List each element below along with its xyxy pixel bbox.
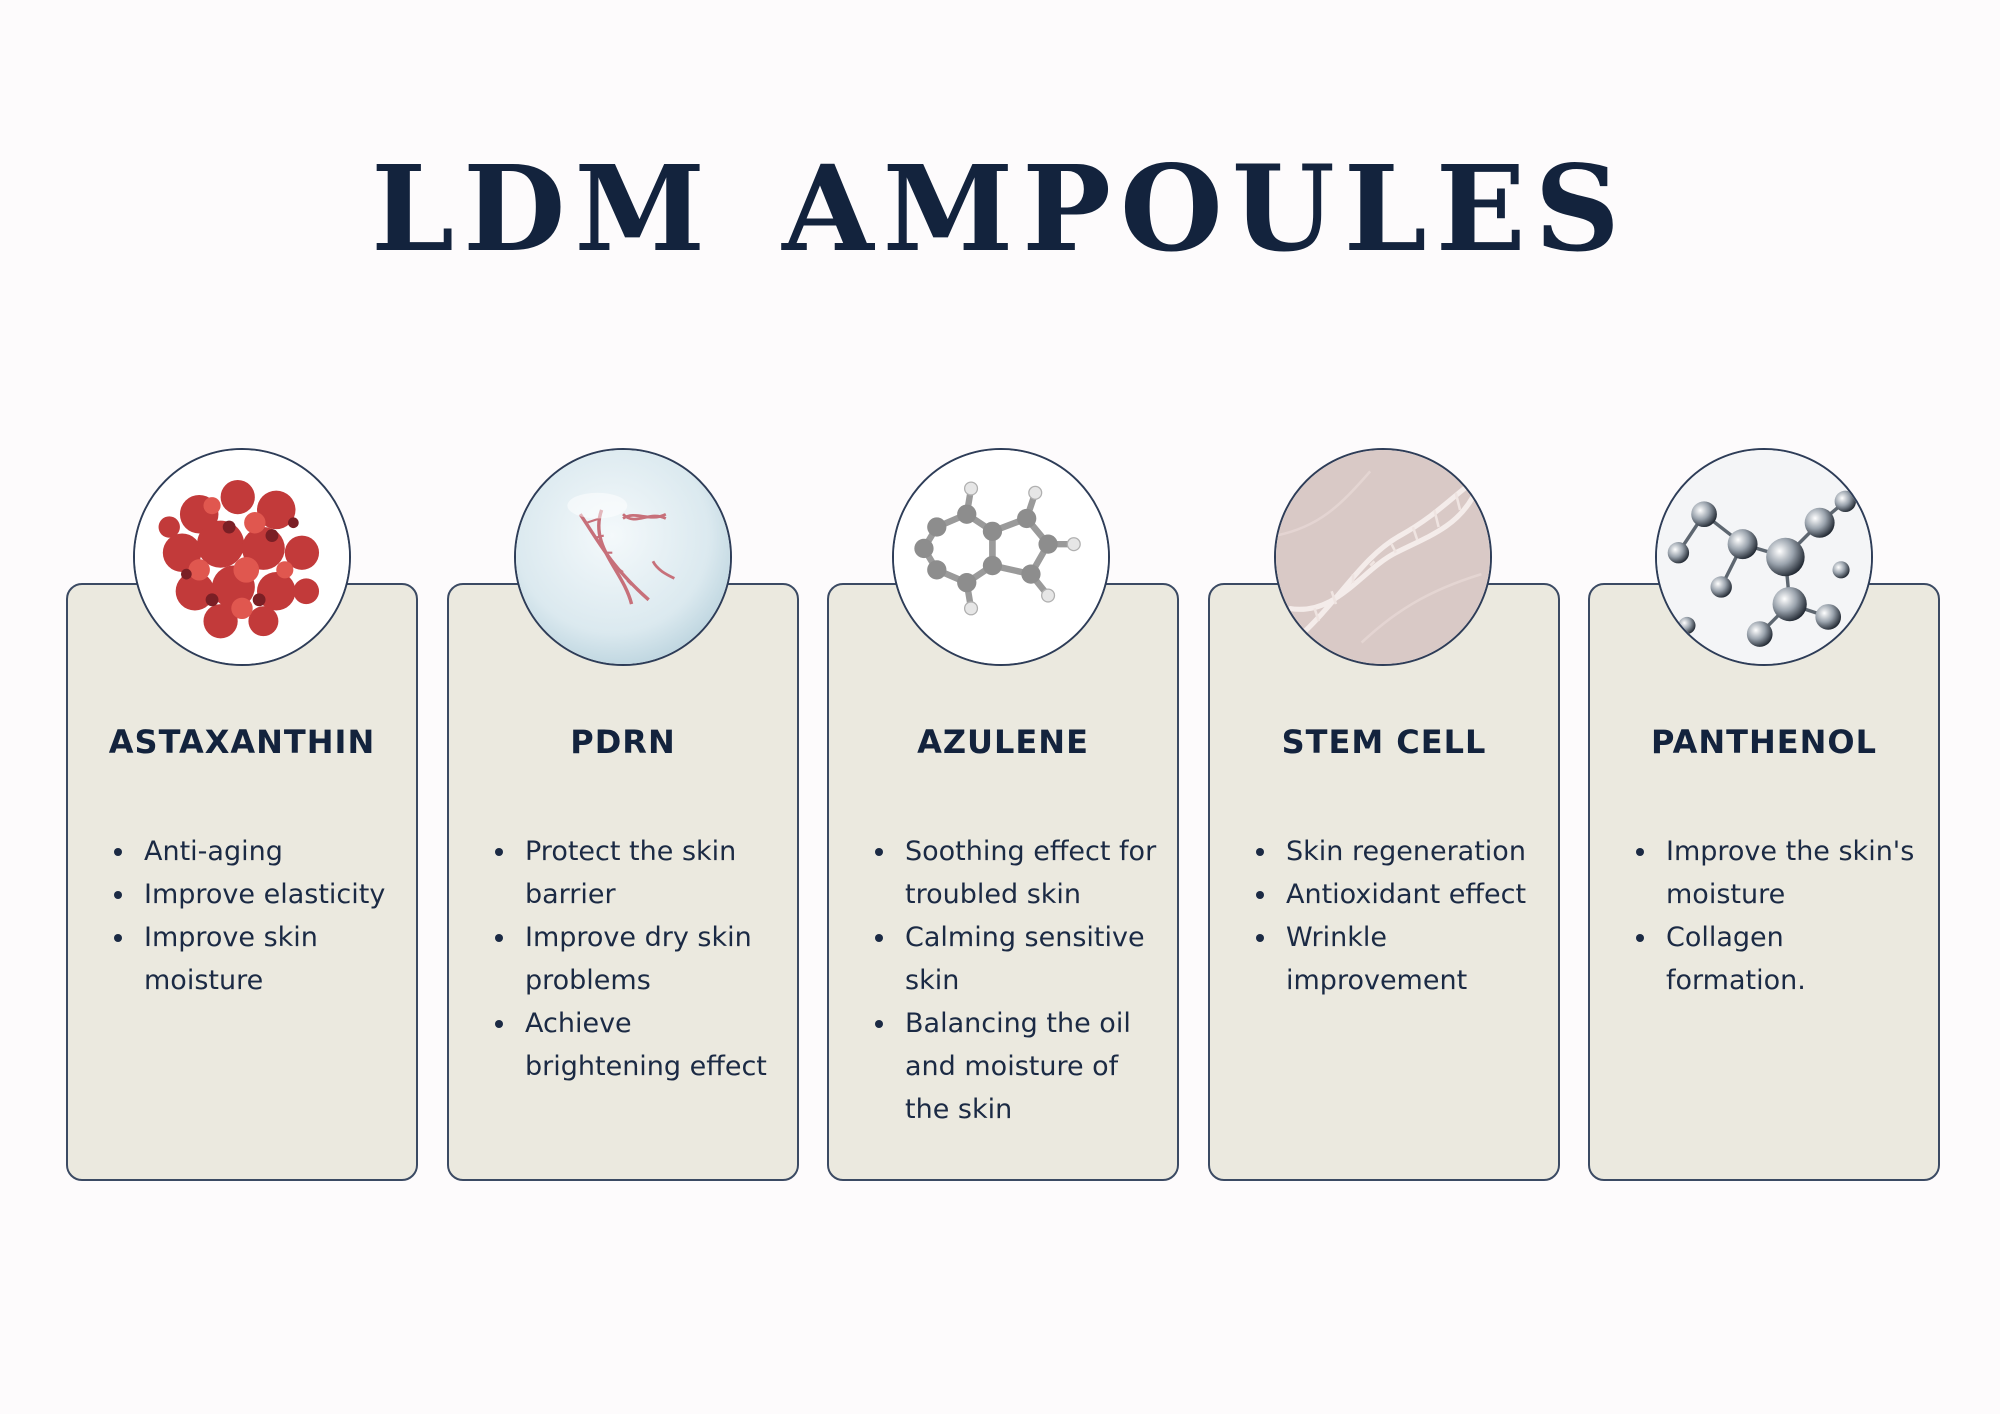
card-title: STEM CELL <box>1281 723 1487 761</box>
benefit-list: Anti-aging Improve elasticity Improve sk… <box>108 830 398 1002</box>
benefit-item: Skin regeneration <box>1250 830 1540 873</box>
benefit-item: Protect the skin barrier <box>489 830 779 916</box>
benefit-list: Skin regeneration Antioxidant effect Wri… <box>1250 830 1540 1002</box>
benefit-list: Soothing effect for troubled skin Calmin… <box>869 830 1159 1131</box>
benefit-item: Improve skin moisture <box>108 916 398 1002</box>
card-azulene: AZULENE Soothing effect for troubled ski… <box>827 583 1179 1181</box>
card-astaxanthin: ASTAXANTHIN Anti-aging Improve elasticit… <box>66 583 418 1181</box>
benefit-list: Improve the skin's moisture Collagen for… <box>1630 830 1920 1002</box>
benefit-item: Wrinkle improvement <box>1250 916 1540 1002</box>
benefit-item: Achieve brightening effect <box>489 1002 779 1088</box>
azulene-molecule-icon <box>892 448 1110 666</box>
benefit-item: Collagen formation. <box>1630 916 1920 1002</box>
benefit-item: Soothing effect for troubled skin <box>869 830 1159 916</box>
card-panthenol: PANTHENOL Improve the skin's moisture Co… <box>1588 583 1940 1181</box>
benefit-item: Anti-aging <box>108 830 398 873</box>
card-title: ASTAXANTHIN <box>108 723 376 761</box>
benefit-item: Improve elasticity <box>108 873 398 916</box>
dna-bubble-icon <box>514 448 732 666</box>
benefit-item: Improve dry skin problems <box>489 916 779 1002</box>
red-algae-icon <box>133 448 351 666</box>
card-pdrn: PDRN Protect the skin barrier Improve dr… <box>447 583 799 1181</box>
dna-helix-icon <box>1274 448 1492 666</box>
benefit-item: Balancing the oil and moisture of the sk… <box>869 1002 1159 1131</box>
card-title: PDRN <box>570 723 676 761</box>
benefit-item: Calming sensitive skin <box>869 916 1159 1002</box>
card-stem-cell: STEM CELL Skin regeneration Antioxidant … <box>1208 583 1560 1181</box>
card-title: AZULENE <box>917 723 1089 761</box>
benefit-list: Protect the skin barrier Improve dry ski… <box>489 830 779 1088</box>
benefit-item: Improve the skin's moisture <box>1630 830 1920 916</box>
page-title: LDM AMPOULES <box>371 139 1629 278</box>
card-title: PANTHENOL <box>1651 723 1877 761</box>
benefit-item: Antioxidant effect <box>1250 873 1540 916</box>
glass-molecule-icon <box>1655 448 1873 666</box>
